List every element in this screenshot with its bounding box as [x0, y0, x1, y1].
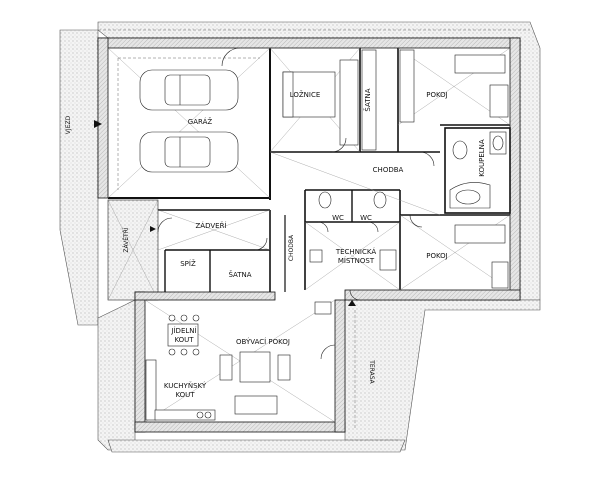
label-kuchynsky-2: KOUT	[175, 391, 195, 399]
entry-porch	[107, 199, 159, 301]
label-pokoj-top: POKOJ	[426, 91, 448, 99]
bed-icon	[454, 224, 509, 289]
label-satna-bottom: ŠATNA	[228, 270, 251, 279]
car-icon	[139, 69, 239, 111]
label-satna-top: ŠATNA	[363, 88, 372, 111]
label-spiz: SPÍŽ	[180, 259, 196, 268]
label-pokoj-bottom: POKOJ	[426, 252, 448, 260]
label-koupelna: KOUPELNA	[478, 139, 486, 177]
bathtub-icon	[449, 182, 491, 209]
dining-table-icon	[167, 314, 200, 356]
toilet-icon	[373, 191, 387, 209]
bed-icon	[454, 54, 509, 118]
label-wc-2: WC	[360, 214, 372, 222]
car-icon	[139, 131, 239, 173]
garage-cars	[139, 69, 239, 173]
toilet-icon	[318, 191, 332, 209]
label-loznice: LOŽNICE	[290, 90, 321, 99]
label-chodba-vert: CHODBA	[288, 234, 295, 261]
sink-icon	[489, 131, 507, 155]
label-zadveri: ZÁDVEŘÍ	[196, 221, 227, 230]
label-garaz: GARÁŽ	[188, 117, 213, 126]
kitchen-counter-icon	[145, 359, 216, 421]
bed-icon	[282, 71, 336, 118]
wardrobe-icon	[339, 49, 415, 151]
label-jidelni-1: JÍDELNÍ	[170, 326, 196, 335]
exterior-labels: VJEZD ZÁVĚTŘÍ TERASA	[65, 115, 375, 384]
outer-walls	[97, 37, 521, 433]
label-chodba: CHODBA	[373, 166, 404, 174]
label-wc-1: WC	[332, 214, 344, 222]
boiler-icon	[309, 249, 397, 271]
overhang-lines	[98, 29, 530, 441]
label-vjezd: VJEZD	[65, 115, 72, 134]
label-terasa: TERASA	[368, 359, 375, 384]
interior-walls	[108, 48, 511, 292]
toilet-icon	[452, 140, 468, 160]
label-zavetri: ZÁVĚTŘÍ	[122, 227, 130, 253]
label-obyvaci: OBÝVACÍ POKOJ	[236, 337, 290, 346]
label-technicka-2: MÍSTNOST	[338, 256, 375, 265]
fireplace-icon	[314, 301, 332, 315]
room-labels: GARÁŽ LOŽNICE ŠATNA POKOJ KOUPELNA CHODB…	[164, 88, 486, 399]
direction-arrow-icon	[94, 120, 356, 306]
label-technicka-1: TECHNICKÁ	[335, 247, 377, 256]
exterior-paving	[59, 21, 541, 453]
label-jidelni-2: KOUT	[174, 336, 194, 344]
label-kuchynsky-1: KUCHYŇSKÝ	[164, 381, 207, 390]
door-icons	[157, 47, 435, 360]
sofa-icon	[219, 351, 291, 415]
